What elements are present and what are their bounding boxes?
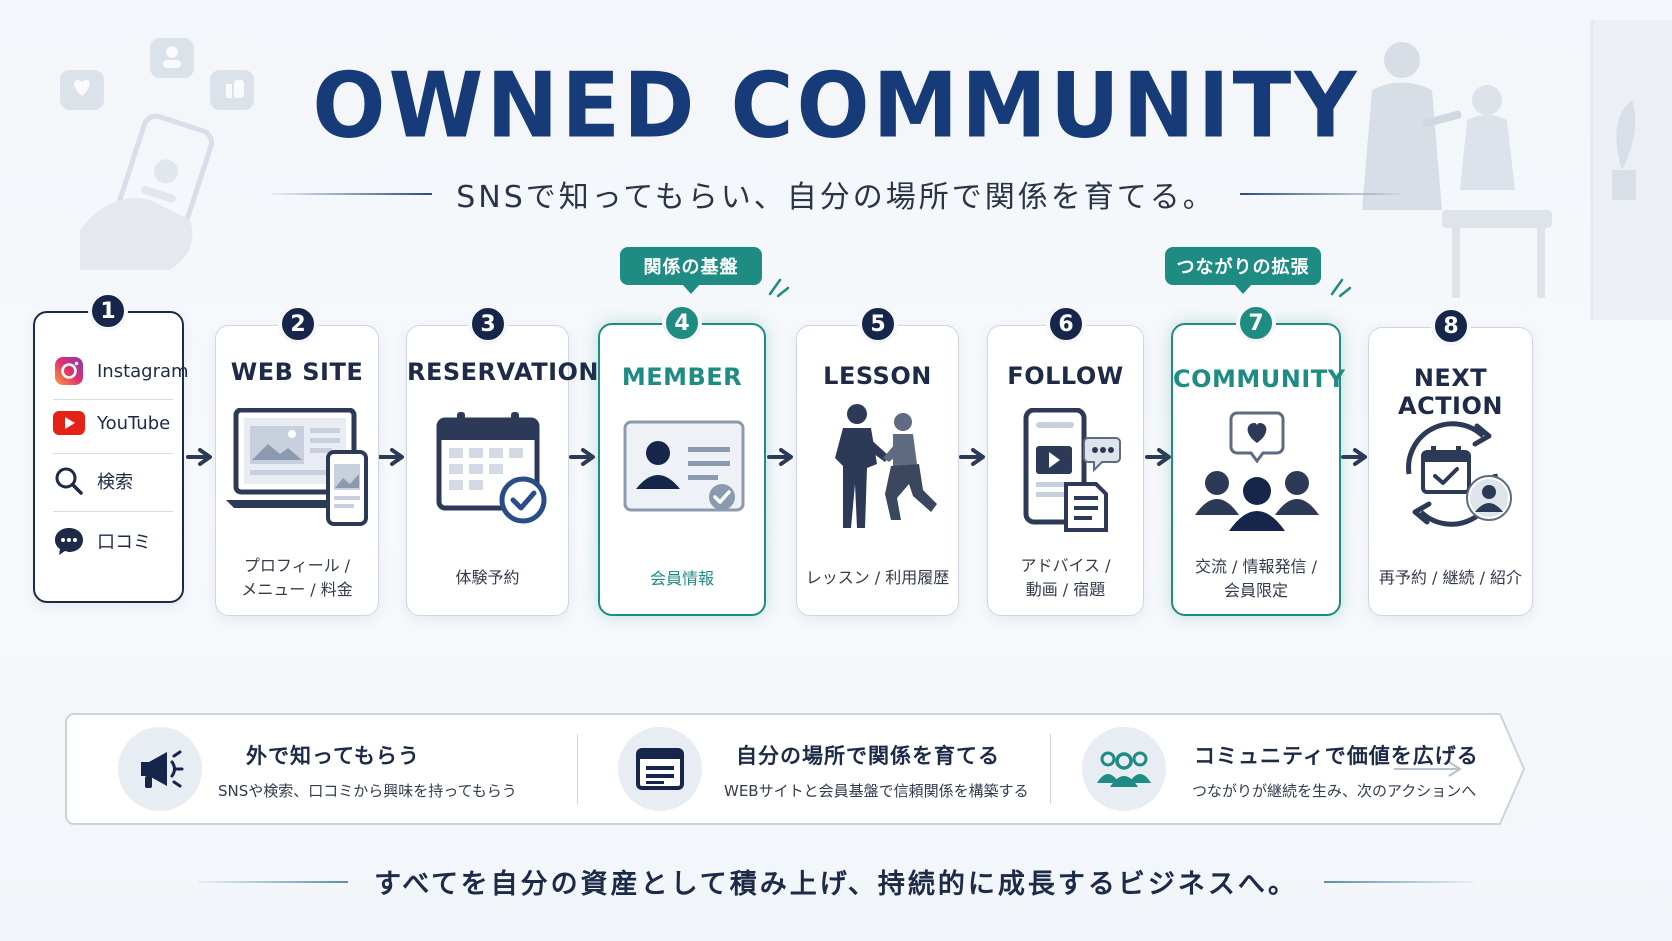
step-desc-line: 交流 / 情報発信 /	[1194, 557, 1318, 576]
phone-video-doc-icon	[1023, 408, 1121, 532]
step-number: 6	[1046, 304, 1086, 344]
step-number: 7	[1236, 303, 1276, 343]
summary-title: 外で知ってもらう	[246, 744, 420, 768]
summary-title: 自分の場所で関係を育てる	[736, 744, 1000, 768]
search-icon	[55, 467, 83, 495]
tag-connection-expansion: つながりの拡張	[1165, 247, 1321, 294]
summary-band-frame	[65, 713, 1526, 825]
browser-window-icon	[636, 748, 684, 790]
step-desc: 会員情報	[649, 569, 714, 588]
summary-item-outside: 外で知ってもらう SNSや検索、口コミから興味を持ってもらう	[64, 712, 564, 826]
step-desc: 交流 / 情報発信 / 会員限定	[1173, 555, 1339, 603]
step-desc: レッスン / 利用履歴	[805, 568, 950, 587]
community-group-icon	[1195, 411, 1319, 531]
spark-icon	[1330, 278, 1352, 298]
step-2-web-site: 2 WEB SITE プロフィール / メニュー / 料金	[215, 304, 379, 616]
megaphone-icon	[141, 750, 184, 788]
summary-icon-wrap	[618, 727, 702, 811]
channel-label: 検索	[97, 472, 133, 493]
step-desc-line: 動画 / 宿題	[1025, 580, 1106, 599]
channel-label: Instagram	[97, 360, 189, 382]
channel-youtube: YouTube	[53, 411, 170, 435]
step-title: LESSON	[823, 362, 932, 390]
step-title: MEMBER	[621, 363, 743, 391]
step-title: COMMUNITY	[1173, 365, 1346, 393]
spark-icon	[768, 278, 790, 298]
step-number: 8	[1431, 306, 1471, 346]
footer-divider-left	[198, 880, 349, 883]
step-6-follow: 6 FOLLOW アドバイス / 動画 / 宿題	[987, 304, 1144, 616]
youtube-icon	[53, 411, 85, 435]
channel-instagram: Instagram	[53, 355, 189, 387]
summary-icon-wrap	[118, 727, 202, 811]
social-phone-illustration-icon	[60, 38, 254, 270]
step-number: 3	[468, 304, 508, 344]
laptop-phone-icon	[226, 408, 368, 526]
channel-search: 検索	[53, 465, 133, 497]
summary-desc: WEBサイトと会員基盤で信頼関係を構築する	[724, 782, 1029, 800]
tag-relationship-base: 関係の基盤	[620, 247, 762, 294]
step-5-lesson: 5 LESSON レッスン / 利用履歴	[796, 304, 959, 616]
step-desc: プロフィール / メニュー / 料金	[216, 554, 378, 602]
summary-item-community-value: コミュニティで価値を広げる つながりが継続を生み、次のアクションへ	[1070, 712, 1478, 826]
people-group-icon	[1097, 751, 1151, 787]
summary-divider	[577, 734, 578, 804]
summary-divider	[1050, 734, 1051, 804]
subtitle: SNSで知ってもらい、自分の場所で関係を育てる。	[456, 180, 1216, 215]
step-number: 1	[88, 291, 128, 331]
flow-arrow-icon	[1145, 448, 1171, 466]
summary-icon-wrap	[1082, 727, 1166, 811]
flow-arrow-icon	[186, 448, 212, 466]
channel-label: YouTube	[97, 412, 171, 434]
instagram-icon	[55, 357, 83, 385]
trainer-lesson-icon	[835, 404, 937, 528]
page-title: OWNED COMMUNITY	[312, 53, 1360, 159]
channel-divider	[53, 399, 173, 400]
step-title: NEXT ACTION	[1398, 364, 1503, 420]
channel-word-of-mouth: 口コミ	[53, 525, 151, 557]
step-title: WEB SITE	[230, 358, 364, 386]
step-number: 4	[662, 303, 702, 343]
step-number: 2	[278, 304, 318, 344]
subtitle-row: SNSで知ってもらい、自分の場所で関係を育てる。	[0, 172, 1672, 216]
summary-title: コミュニティで価値を広げる	[1194, 744, 1479, 768]
footer-message: すべてを自分の資産として積み上げ、持続的に成長するビジネスへ。	[374, 869, 1298, 900]
step-number: 5	[858, 304, 898, 344]
channel-label: 口コミ	[97, 532, 151, 553]
channel-divider	[53, 453, 173, 454]
flow-arrow-icon	[569, 448, 595, 466]
step-3-reservation: 3 RESERVATION 体験予約	[406, 304, 599, 616]
footer-row: すべてを自分の資産として積み上げ、持続的に成長するビジネスへ。	[0, 862, 1672, 901]
trainer-client-illustration-icon	[1362, 20, 1672, 320]
step-7-community: 7 COMMUNITY 交流 / 情報発信 / 会員限定	[1171, 303, 1346, 616]
flow-arrow-icon	[959, 448, 985, 466]
footer-divider-right	[1323, 880, 1474, 883]
cycle-calendar-user-icon	[1406, 421, 1512, 527]
step-title: FOLLOW	[1007, 362, 1124, 390]
step-desc-line: アドバイス /	[1020, 556, 1111, 575]
chat-bubble-icon	[55, 528, 83, 555]
subtitle-divider-right	[1239, 193, 1400, 195]
step-4-member: 4 MEMBER 会員情報	[598, 303, 766, 616]
calendar-check-icon	[436, 412, 547, 524]
flow-arrow-icon	[767, 448, 793, 466]
step-desc-line: メニュー / 料金	[241, 580, 353, 599]
flow-arrow-icon	[378, 448, 404, 466]
step-1-channels: 1 Instagram YouTube 検索	[33, 291, 189, 603]
summary-desc: SNSや検索、口コミから興味を持ってもらう	[218, 782, 517, 800]
step-desc-line: 会員限定	[1223, 581, 1288, 600]
subtitle-divider-left	[272, 193, 433, 195]
step-title: RESERVATION	[407, 358, 599, 386]
channel-divider	[53, 511, 173, 512]
step-desc: 再予約 / 継続 / 紹介	[1378, 568, 1523, 587]
summary-desc: つながりが継続を生み、次のアクションへ	[1192, 782, 1477, 800]
step-desc: 体験予約	[455, 568, 520, 587]
step-desc-line: プロフィール /	[243, 556, 351, 575]
summary-item-own-place: 自分の場所で関係を育てる WEBサイトと会員基盤で信頼関係を構築する	[600, 712, 1030, 826]
flow-arrow-icon	[1341, 448, 1367, 466]
step-desc: アドバイス / 動画 / 宿題	[988, 554, 1143, 602]
step-8-next-action: 8 NEXT ACTION 再予約 / 継続 / 紹介	[1368, 306, 1533, 616]
member-card-icon	[623, 420, 745, 512]
